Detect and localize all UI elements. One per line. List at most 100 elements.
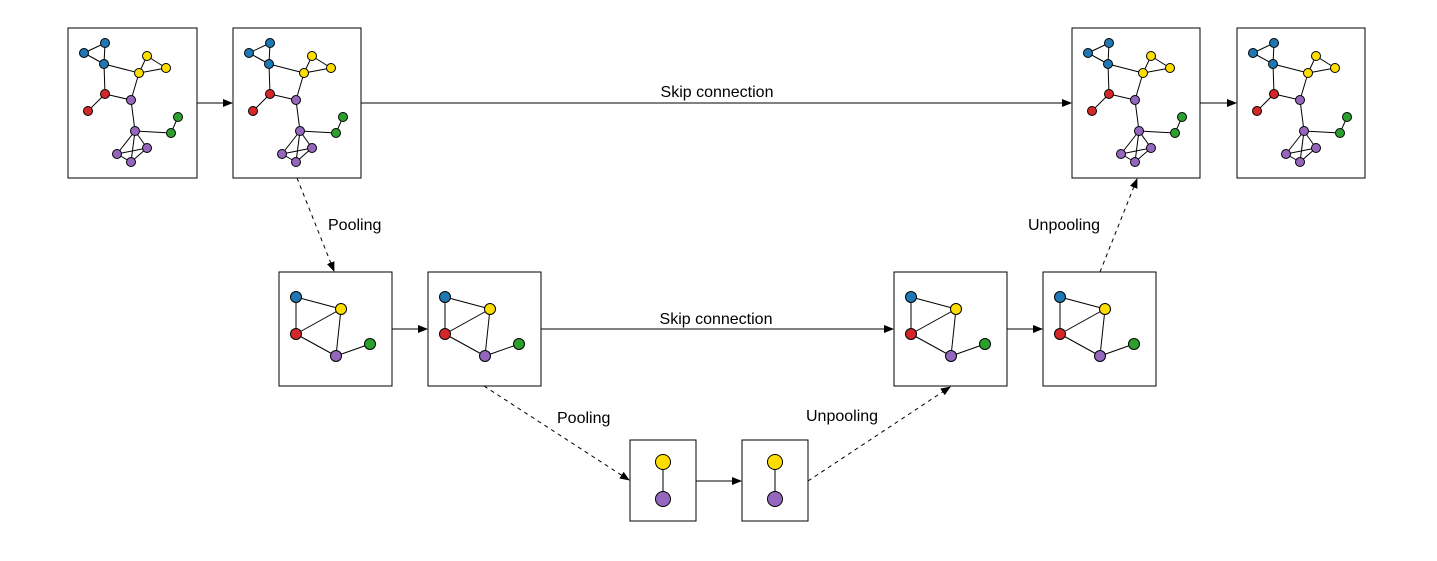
graph-node-green: [364, 338, 376, 350]
graph-box-dec-1: [1071, 27, 1201, 179]
graph-edge: [1059, 333, 1101, 357]
graph-node-yellow: [335, 303, 347, 315]
graph-edge: [444, 296, 491, 310]
graph-node-red: [905, 328, 917, 340]
graph-node-green: [513, 338, 525, 350]
graph-node-blue: [1103, 59, 1113, 69]
graph-edge: [1299, 99, 1305, 132]
graph-node-purple: [277, 149, 287, 159]
graph-node-yellow: [655, 454, 671, 470]
skip-connection-middle-label: Skip connection: [660, 311, 773, 328]
graph-node-red: [439, 328, 451, 340]
graph-node-purple: [307, 143, 317, 153]
graph-edge: [910, 333, 952, 357]
graph-node-blue: [99, 59, 109, 69]
graph-node-blue: [439, 291, 451, 303]
graph-node-green: [1342, 112, 1352, 122]
graph-edge: [950, 343, 986, 357]
graph-edge: [1107, 63, 1110, 95]
graph-node-yellow: [299, 68, 309, 78]
graph-node-blue: [264, 59, 274, 69]
graph-edge: [295, 333, 337, 357]
graph-node-red: [1252, 106, 1262, 116]
graph-edge: [268, 63, 305, 74]
graph-node-yellow: [307, 51, 317, 61]
graph-node-purple: [126, 95, 136, 105]
graph-node-yellow: [1311, 51, 1321, 61]
graph-box-pool-2: [629, 439, 697, 522]
graph-edge: [1138, 130, 1176, 134]
graph-edge: [281, 147, 313, 155]
graph-edge: [1303, 130, 1341, 134]
graph-box-out: [1236, 27, 1366, 179]
graph-node-purple: [1130, 157, 1140, 167]
graph-edge: [130, 99, 136, 132]
graph-node-yellow: [1138, 68, 1148, 78]
graph-node-red: [290, 328, 302, 340]
graph-edge: [1120, 147, 1152, 155]
graph-edge: [1285, 147, 1317, 155]
graph-node-blue: [1269, 38, 1279, 48]
graph-box-frame: [1042, 271, 1157, 387]
graph-node-purple: [330, 350, 342, 362]
graph-node-red: [265, 89, 275, 99]
pooling-arrow-2: [483, 385, 630, 481]
graph-edge: [103, 63, 106, 95]
graph-edge: [299, 130, 337, 134]
pooling-label-1: Pooling: [328, 217, 381, 234]
graph-node-green: [979, 338, 991, 350]
graph-edge: [1099, 308, 1106, 357]
graph-node-purple: [1134, 126, 1144, 136]
graph-edge: [134, 130, 172, 134]
graph-node-yellow: [134, 68, 144, 78]
graph-edge: [1299, 130, 1305, 163]
graph-node-purple: [1094, 350, 1106, 362]
graph-node-blue: [79, 48, 89, 58]
pooling-label-2: Pooling: [557, 410, 610, 427]
graph-node-purple: [1116, 149, 1126, 159]
graph-node-yellow: [1146, 51, 1156, 61]
graph-box-enc-1: [232, 27, 362, 179]
graph-edge: [116, 147, 148, 155]
graph-node-red: [100, 89, 110, 99]
graph-node-blue: [1268, 59, 1278, 69]
graph-node-green: [1177, 112, 1187, 122]
graph-node-blue: [265, 38, 275, 48]
graph-node-green: [338, 112, 348, 122]
graph-node-purple: [126, 157, 136, 167]
graph-node-purple: [291, 157, 301, 167]
graph-edge: [1059, 296, 1106, 310]
graph-node-purple: [767, 491, 783, 507]
graph-edge: [444, 308, 491, 335]
graph-edge: [295, 99, 301, 132]
graph-node-green: [1335, 128, 1345, 138]
graph-edge: [950, 308, 957, 357]
graph-node-red: [1269, 89, 1279, 99]
graph-box-pool-1: [278, 271, 393, 387]
graph-node-purple: [1281, 149, 1291, 159]
graph-node-blue: [244, 48, 254, 58]
graph-node-red: [248, 106, 258, 116]
graph-node-yellow: [1330, 63, 1340, 73]
pooling-arrow-1: [296, 177, 335, 272]
graph-node-purple: [291, 95, 301, 105]
graph-node-yellow: [142, 51, 152, 61]
graph-node-red: [1087, 106, 1097, 116]
graph-edge: [295, 308, 342, 335]
graph-node-yellow: [1099, 303, 1111, 315]
graph-node-blue: [100, 38, 110, 48]
graph-edge: [444, 333, 486, 357]
graph-edge: [130, 130, 136, 163]
graph-edge: [1107, 63, 1144, 74]
unpooling-label-1: Unpooling: [1028, 217, 1100, 234]
graph-node-red: [83, 106, 93, 116]
graph-node-blue: [290, 291, 302, 303]
graph-node-purple: [1295, 95, 1305, 105]
graph-edge: [295, 296, 342, 310]
graph-node-purple: [1146, 143, 1156, 153]
graph-edge: [295, 130, 301, 163]
graph-node-blue: [1104, 38, 1114, 48]
graph-node-green: [331, 128, 341, 138]
graph-node-purple: [655, 491, 671, 507]
graph-node-green: [173, 112, 183, 122]
